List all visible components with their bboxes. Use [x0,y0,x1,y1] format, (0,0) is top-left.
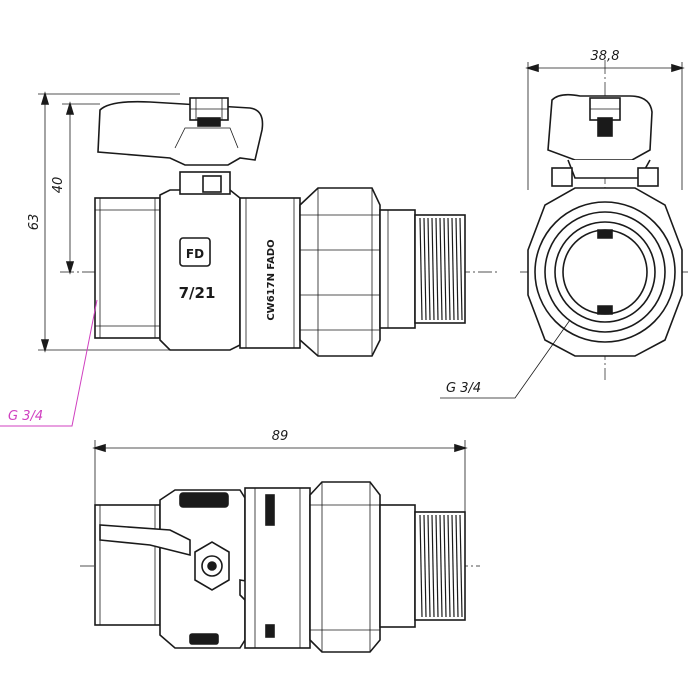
dim-63-text: 63 [27,214,42,231]
side-view [520,60,690,380]
front-view: FD 7/21 CW617N FADO [60,97,500,357]
thread-line [427,217,431,321]
thread-line [447,217,451,321]
dim-89-text: 89 [272,429,289,444]
thread-line [423,514,427,618]
thread-line [447,514,451,618]
date-code: 7/21 [179,284,216,302]
thread-line [443,217,447,321]
thread-line [435,514,439,618]
inlet-thread-leader: G 3/4 [0,299,98,427]
thread-line [443,514,447,618]
outlet-thread-label: G 3/4 [446,381,481,396]
thread-line [423,217,427,321]
thread-line [455,217,459,321]
thread-line [439,217,443,321]
thread-line [451,217,455,321]
thread-line [419,217,423,321]
thread-line [431,514,435,618]
thread-line [435,217,439,321]
thread-line [459,217,463,321]
dimension-38-8: 38,8 [525,49,685,190]
thread-line [439,514,443,618]
inlet-thread-label: G 3/4 [8,409,43,424]
logo-text: FD [186,247,204,261]
outlet-thread-leader: G 3/4 [440,319,571,399]
thread-line [455,514,459,618]
dimension-89: 89 [92,429,468,512]
thread-line [459,514,463,618]
thread-line [427,514,431,618]
thread-line [431,217,435,321]
thread-line [419,514,423,618]
top-view [80,481,480,653]
dimension-63: 63 [27,91,180,353]
dim-40-text: 40 [51,177,66,194]
dimension-40: 40 [51,101,100,275]
thread-line [451,514,455,618]
dim-38-8-text: 38,8 [591,49,620,64]
side-text: CW617N FADO [266,239,277,320]
